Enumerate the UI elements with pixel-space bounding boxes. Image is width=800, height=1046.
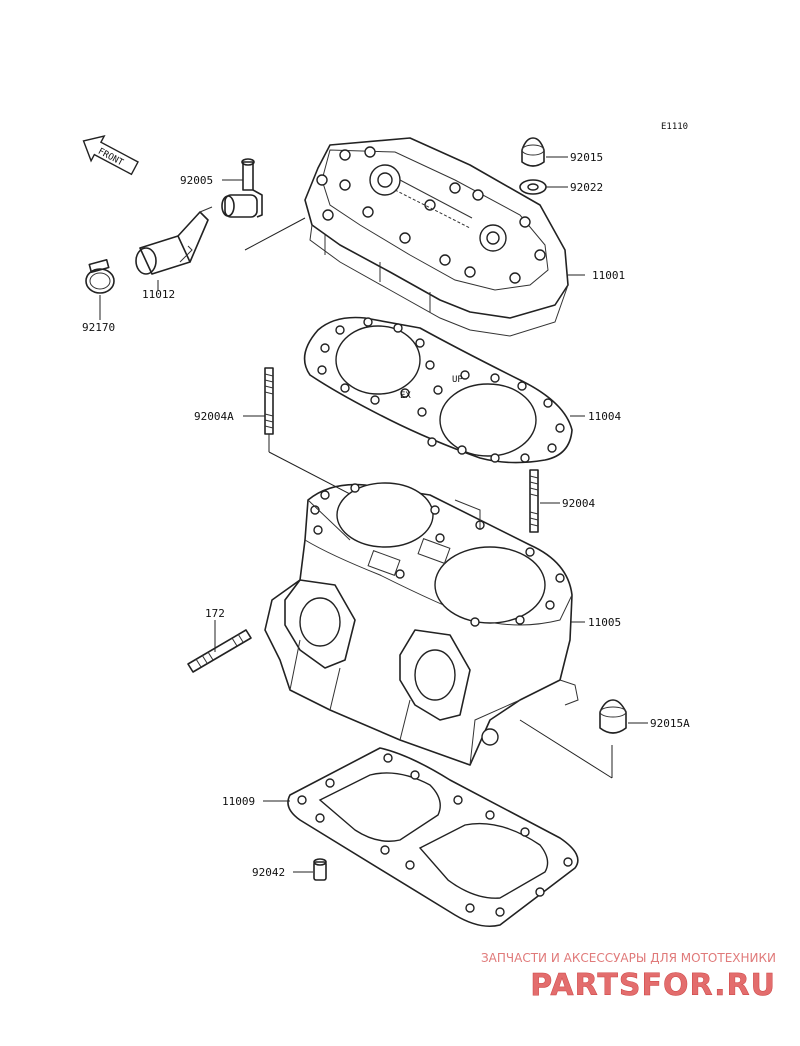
washer-92022 (519, 179, 547, 195)
watermark-tagline: ЗАПЧАСТИ И АКСЕССУАРЫ ДЛЯ МОТОТЕХНИКИ (481, 951, 776, 965)
label-92015: 92015 (570, 151, 603, 164)
label-11001: 11001 (592, 269, 625, 282)
label-92022: 92022 (570, 181, 603, 194)
gasket-mark-ex: EX (400, 391, 411, 401)
sensor-11012 (135, 206, 213, 275)
nut-92015 (521, 137, 545, 167)
diagram-code: E1110 (661, 122, 688, 132)
label-11009: 11009 (222, 795, 255, 808)
clamp-92170 (85, 259, 115, 294)
label-92015A: 92015A (650, 717, 690, 730)
label-92005: 92005 (180, 174, 213, 187)
label-172: 172 (205, 607, 225, 620)
label-11012: 11012 (142, 288, 175, 301)
label-92042: 92042 (252, 866, 285, 879)
dowel-92042 (313, 858, 327, 881)
fitting-92005 (221, 158, 263, 218)
front-arrow-icon: FRONT (82, 135, 139, 176)
label-11004: 11004 (588, 410, 621, 423)
cylinder-block (264, 482, 579, 766)
label-92170: 92170 (82, 321, 115, 334)
label-92004A: 92004A (194, 410, 234, 423)
head-gasket: UP EX (303, 316, 573, 464)
stud-92004 (529, 469, 539, 533)
stud-92004A (264, 367, 274, 435)
label-92004: 92004 (562, 497, 595, 510)
base-gasket (287, 747, 579, 928)
watermark-brand: PARTSFOR.RU (530, 968, 776, 1003)
gasket-mark-up: UP (452, 375, 463, 385)
label-11005: 11005 (588, 616, 621, 629)
stud-172 (187, 629, 252, 673)
cylinder-head (304, 137, 569, 337)
nut-92015A (599, 699, 627, 734)
